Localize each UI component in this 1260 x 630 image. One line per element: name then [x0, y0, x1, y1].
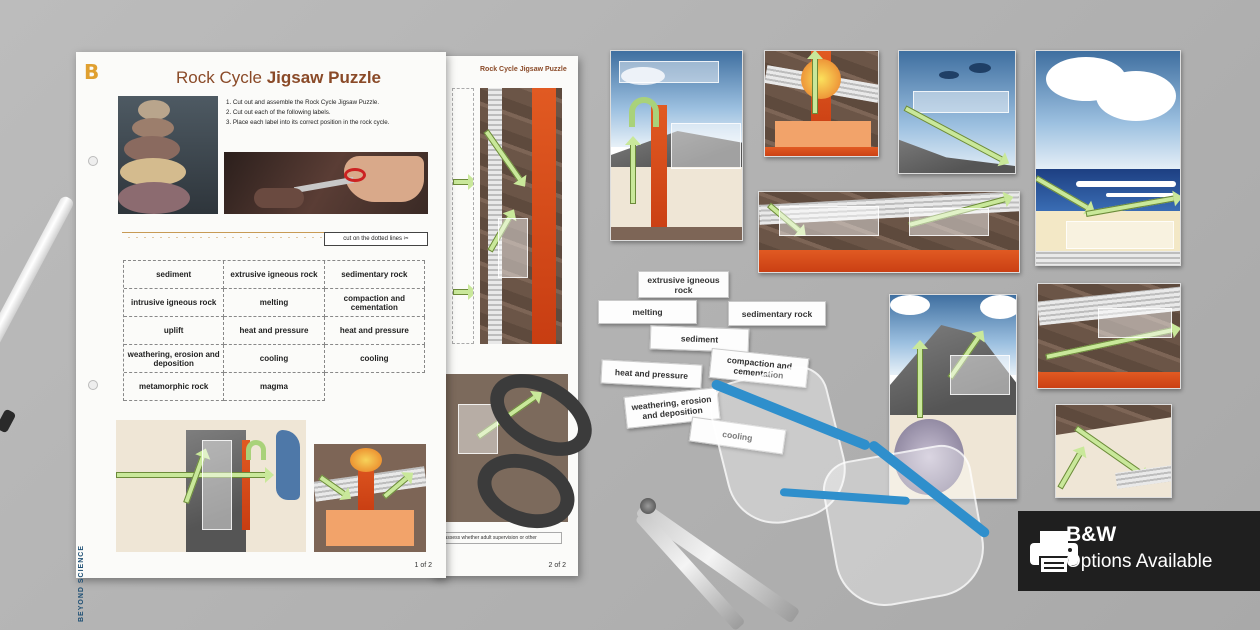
label-cell: uplift [124, 317, 225, 345]
instruction-item: 1. Cut out and assemble the Rock Cycle J… [226, 99, 380, 106]
label-cell: cooling [224, 345, 325, 373]
instruction-item: 3. Place each label into its correct pos… [226, 119, 390, 126]
punch-hole [88, 380, 98, 390]
brand-logo: B [84, 60, 100, 84]
printer-icon [1030, 531, 1078, 574]
label-cell: intrusive igneous rock [124, 289, 225, 317]
label-cell: weathering, erosion and deposition [124, 345, 225, 373]
cutting-hands-photo [224, 152, 428, 214]
label-cell: magma [224, 373, 325, 401]
stacked-rocks-photo [118, 96, 218, 214]
pen-tip-end [0, 408, 17, 434]
puzzle-piece[interactable] [758, 191, 1020, 273]
pen-barrel [0, 194, 76, 396]
label-cell: metamorphic rock [124, 373, 225, 401]
label-cell: heat and pressure [224, 317, 325, 345]
puzzle-piece[interactable] [764, 50, 879, 157]
label-cell-empty [325, 373, 425, 401]
cut-label[interactable]: sediment [649, 325, 750, 353]
label-cell: heat and pressure [324, 317, 425, 345]
scissor-pivot [640, 498, 656, 514]
cut-label[interactable]: sedimentary rock [728, 301, 826, 326]
bw-options-badge: B&W Options Available [1018, 511, 1260, 591]
instruction-item: 2. Cut out each of the following labels. [226, 109, 331, 116]
badge-title: B&W [1066, 523, 1117, 546]
puzzle-piece[interactable] [1037, 283, 1181, 389]
puzzle-piece[interactable] [610, 50, 743, 241]
worksheet-2-footer-note: to assess whether adult supervision or o… [436, 532, 562, 544]
puzzle-piece-print-volcano [314, 444, 426, 552]
decorative-divider [122, 232, 366, 240]
puzzle-piece-print-map [266, 420, 302, 520]
labels-grid: sediment extrusive igneous rock sediment… [123, 260, 425, 401]
worksheet-title: Rock Cycle Jigsaw Puzzle [176, 68, 382, 87]
puzzle-art-strip-left [452, 88, 474, 344]
puzzle-piece[interactable] [1035, 50, 1181, 266]
worksheet-2-page-number: 2 of 2 [548, 562, 566, 569]
punch-hole [88, 156, 98, 166]
worksheet-1-page-number: 1 of 2 [414, 562, 432, 569]
label-cell: compaction and cementation [324, 289, 425, 317]
label-cell: extrusive igneous rock [224, 261, 325, 289]
instructions-list: 1. Cut out and assemble the Rock Cycle J… [226, 98, 389, 128]
brand-vertical-text: BEYOND SCIENCE [78, 544, 85, 622]
puzzle-piece-print [116, 420, 306, 552]
puzzle-art-bottom [438, 374, 568, 522]
puzzle-art-strip [480, 88, 562, 344]
cut-label[interactable]: heat and pressure [600, 359, 703, 389]
label-cell: sedimentary rock [324, 261, 425, 289]
puzzle-piece[interactable] [889, 294, 1017, 499]
badge-subtitle: Options Available [1066, 551, 1213, 572]
cut-note-box: cut on the dotted lines ✂ [324, 232, 428, 246]
cut-label[interactable]: melting [598, 300, 697, 324]
worksheet-page-1: B BEYOND SCIENCE Rock Cycle Jigsaw Puzzl… [76, 52, 446, 622]
label-cell: melting [224, 289, 325, 317]
worksheet-page-2: Rock Cycle Jigsaw Puzzle to assess wheth… [432, 56, 578, 576]
puzzle-piece[interactable] [898, 50, 1016, 174]
label-cell: cooling [324, 345, 425, 373]
cut-label[interactable]: extrusive igneous rock [638, 271, 729, 298]
worksheet-2-title: Rock Cycle Jigsaw Puzzle [480, 66, 567, 73]
label-cell: sediment [124, 261, 225, 289]
puzzle-piece[interactable] [1055, 404, 1172, 498]
